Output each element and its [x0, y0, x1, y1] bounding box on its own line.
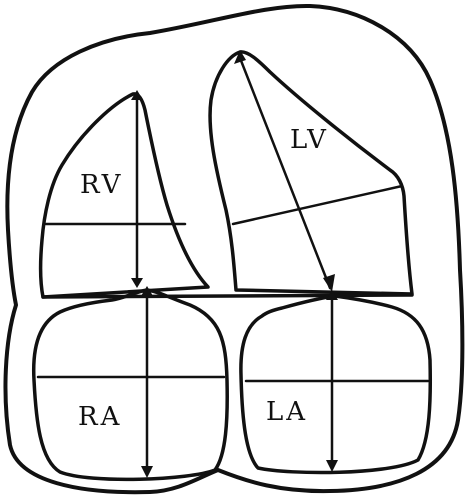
left-atrium-outline: [239, 294, 433, 475]
rv-apex-marker: [131, 90, 143, 100]
right-atrium-outline: [31, 288, 229, 482]
lv-apex-marker: [234, 50, 246, 64]
rv-label: RV: [80, 170, 123, 200]
lv-short-axis: [231, 184, 404, 226]
la-label: LA: [266, 397, 308, 427]
ra-bottom-marker: [141, 466, 153, 478]
av-plane-line: [41, 293, 414, 299]
la-bottom-marker: [326, 460, 338, 472]
ra-label: RA: [78, 402, 122, 432]
rv-base-marker: [131, 278, 143, 288]
right-ventricle-outline: [38, 92, 210, 299]
lv-long-axis: [238, 56, 332, 290]
lv-base-marker: [323, 274, 335, 292]
lv-label: LV: [290, 125, 329, 155]
la-top-marker: [326, 290, 338, 300]
left-ventricle-outline: [208, 50, 414, 296]
ra-top-marker: [141, 286, 153, 296]
heart-outer-outline: [3, 3, 465, 495]
